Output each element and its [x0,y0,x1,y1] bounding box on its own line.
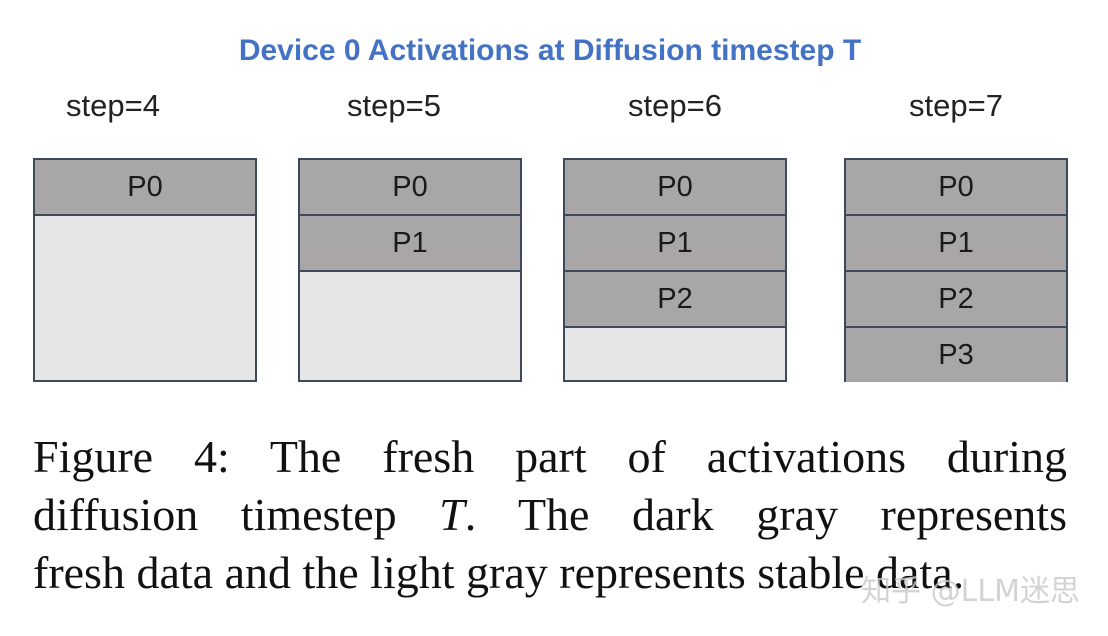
caption-line-2: diffusion timestep T. The dark gray repr… [33,486,1067,544]
step-label-4: step=4 [66,88,160,123]
fresh-block-p1: P1 [300,216,520,272]
fresh-block-p0: P0 [846,160,1066,216]
step-label-5: step=5 [347,88,441,123]
caption-line-1: Figure 4: The fresh part of activations … [33,431,1067,482]
diagram-title: Device 0 Activations at Diffusion timest… [238,34,862,67]
figure-caption: Figure 4: The fresh part of activations … [33,428,1067,602]
caption-line-3: fresh data and the light gray represents… [33,547,965,598]
fresh-block-p2: P2 [565,272,785,328]
fresh-block-p0: P0 [300,160,520,216]
step-label-7: step=7 [909,88,1003,123]
fresh-block-p2: P2 [846,272,1066,328]
caption-variable-t: T [439,489,465,540]
activation-box-step-4: P0 [33,158,257,382]
watermark: 知乎 @LLM迷思 [861,574,1080,609]
fresh-block-p0: P0 [565,160,785,216]
fresh-block-p1: P1 [846,216,1066,272]
step-label-6: step=6 [628,88,722,123]
fresh-block-p1: P1 [565,216,785,272]
fresh-block-p3: P3 [846,328,1066,382]
caption-line-2-post: . The dark gray represents [464,489,1067,540]
caption-line-2-pre: diffusion timestep [33,489,440,540]
fresh-block-p0: P0 [35,160,255,216]
